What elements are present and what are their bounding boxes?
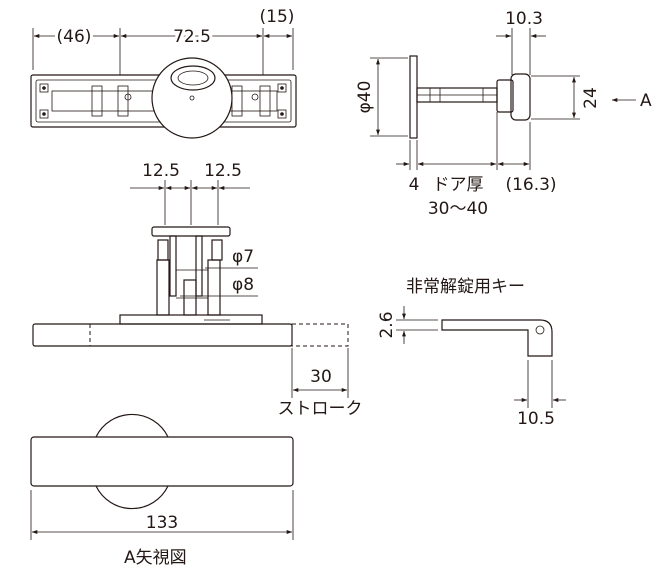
a-view-rosette-bottom: [95, 485, 169, 510]
side-dim-knob-offset: (16.3): [505, 175, 556, 195]
side-arrow-label: A: [640, 91, 652, 111]
a-view: 133 A矢視図: [30, 413, 294, 568]
top-dim-mid: 72.5: [173, 27, 211, 47]
key-title: 非常解錠用キー: [406, 277, 525, 297]
top-key-slot: [170, 65, 216, 91]
section-dim-right: 12.5: [204, 161, 242, 181]
section-dim-phi8: φ8: [232, 275, 254, 295]
side-view: 10.3 φ40 24 A 4 ドア厚 30〜40: [355, 9, 652, 219]
side-dim-height: 24: [581, 87, 601, 109]
a-view-rosette-top: [95, 413, 169, 438]
key-dim-thickness: 2.6: [377, 311, 397, 338]
section-view: 12.5 12.5 φ7 φ8 30 ストローク: [32, 161, 363, 419]
section-post-left: [156, 259, 170, 316]
section-dim-phi7: φ7: [232, 247, 254, 267]
section-door: [32, 323, 293, 347]
side-dim-knob-width: 10.3: [505, 9, 543, 29]
a-view-dim-length: 133: [146, 513, 178, 533]
top-dim-left: (46): [57, 27, 92, 47]
key-shape: [441, 319, 553, 357]
a-view-label: A矢視図: [124, 548, 187, 568]
key-dim-width: 10.5: [517, 409, 555, 429]
key-view: 非常解錠用キー 2.6 10.5: [377, 277, 566, 429]
side-door-label: ドア厚: [433, 175, 484, 195]
top-view: (46) 72.5 (15): [30, 7, 297, 139]
side-plate: [409, 55, 418, 139]
section-head: [151, 226, 231, 237]
section-dim-left: 12.5: [142, 161, 180, 181]
side-dim-diameter: φ40: [355, 81, 375, 114]
side-knob: [510, 73, 531, 121]
top-rosette: [151, 57, 233, 139]
top-dim-right: (15): [260, 7, 295, 27]
side-dim-plate: 4: [409, 175, 420, 195]
a-view-door: [30, 436, 294, 487]
section-dim-stroke: 30: [310, 367, 332, 387]
section-base: [119, 314, 263, 325]
side-door-range: 30〜40: [428, 199, 488, 219]
section-stroke-label: ストローク: [278, 399, 363, 419]
